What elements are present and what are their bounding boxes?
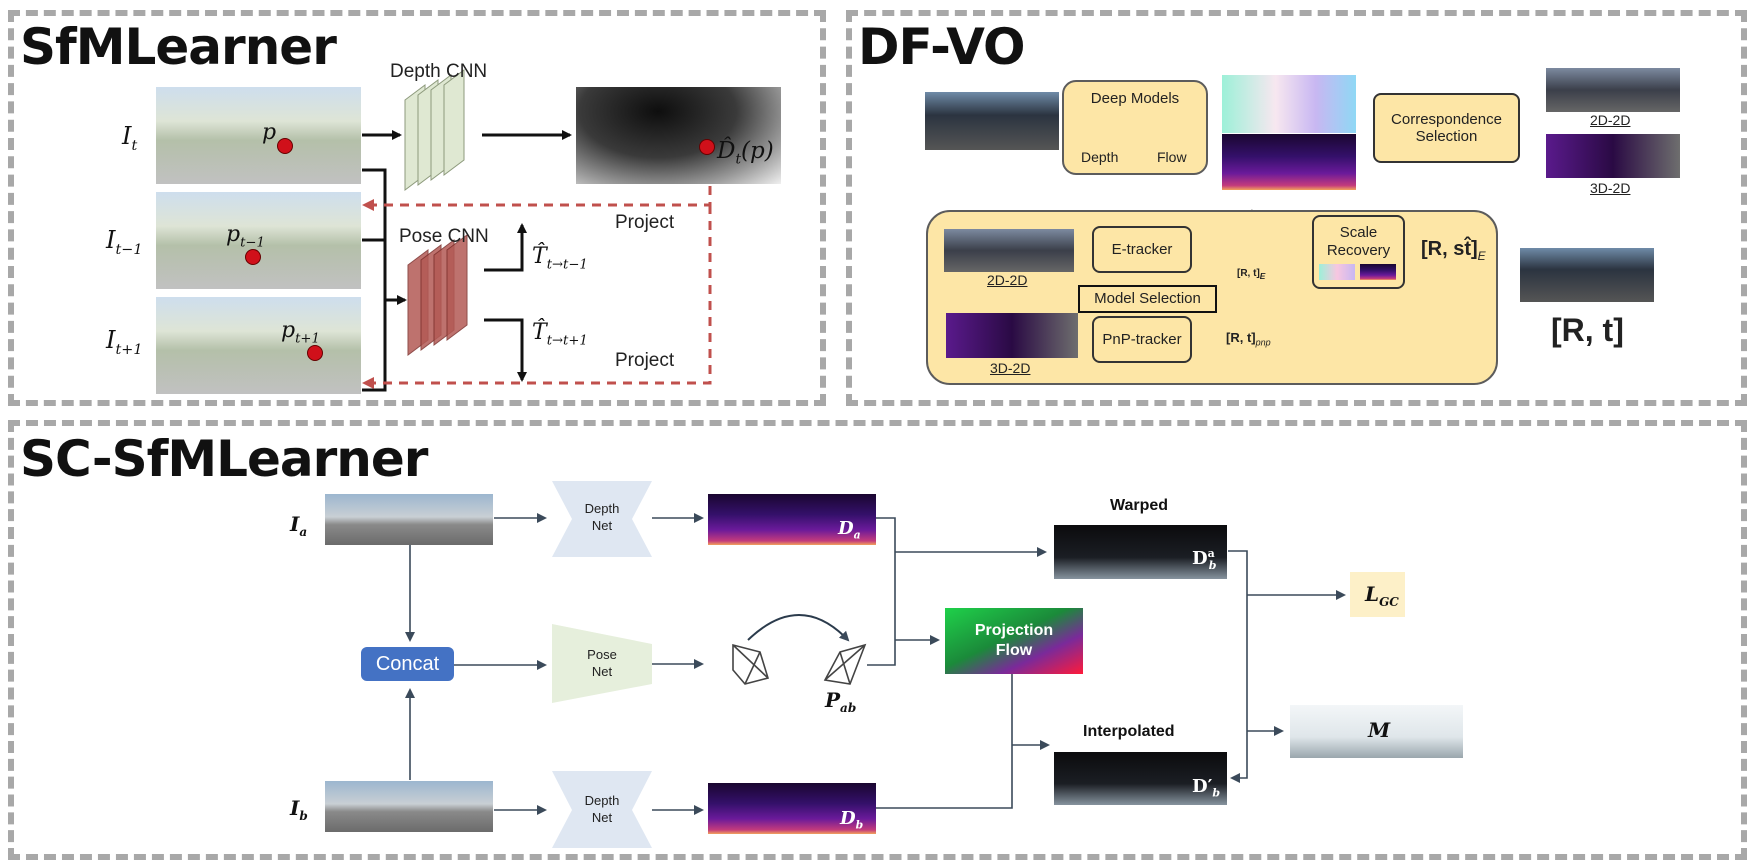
interpolated-map — [1054, 752, 1227, 805]
interpolated-label: Interpolated — [1083, 723, 1175, 740]
pose-net-shape — [552, 624, 652, 703]
depth-model-label: Depth — [1081, 149, 1119, 165]
model-selection-box: Model Selection — [1078, 285, 1217, 313]
depth-net-bottom-label: Depth Net — [584, 793, 620, 825]
deep-models-box — [1062, 80, 1208, 175]
depth-net-top-label: Depth Net — [584, 501, 620, 533]
mask-label: M — [1368, 718, 1391, 742]
point-label-t-minus-1: pt−1 — [226, 222, 265, 251]
pose-cnn-label: Pose CNN — [399, 226, 489, 247]
point-marker-t — [277, 138, 293, 154]
pnp-tracker-box: PnP-tracker — [1092, 316, 1192, 363]
rst-e-label: [R, st̂]E — [1421, 238, 1486, 263]
depth-cnn-blocks — [404, 69, 465, 191]
dbprime-label: D′b — [1192, 776, 1221, 800]
scsfm-title: SC-SfMLearner — [20, 430, 428, 488]
frame-image-t — [156, 87, 361, 184]
dfvo-3d2d-image — [1546, 134, 1680, 178]
dfvo-input-frames — [925, 92, 1059, 150]
db-label: Db — [840, 808, 864, 832]
panel-border-sfmlearner — [8, 10, 826, 406]
dfvo-output-frames — [1520, 248, 1654, 302]
depth-cnn-label: Depth CNN — [390, 61, 488, 82]
dfvo-3d2d-label: 3D-2D — [1590, 180, 1631, 196]
pab-label: Pab — [825, 688, 857, 715]
frame-label-t-minus-1: It−1 — [106, 226, 143, 258]
panel-border-scsfm — [8, 420, 1747, 860]
db-map — [708, 783, 876, 834]
projection-flow-label: Projection Flow — [974, 622, 1054, 659]
ib-image — [325, 781, 493, 832]
depth-output-image — [576, 87, 781, 184]
rt-e-small: [R, t]E — [1237, 268, 1266, 281]
dba-label: Dab — [1192, 547, 1217, 572]
rt-final-label: [R, t] — [1551, 312, 1624, 348]
rt-pnp-label: [R, t]pnp — [1226, 330, 1271, 348]
lgc-label: LGC — [1365, 582, 1399, 609]
pose-output-label-2: T̂t→t+1 — [532, 320, 588, 349]
ia-label: Ia — [290, 512, 308, 539]
panel-border-dfvo — [846, 10, 1747, 406]
dfvo-2d2d-label: 2D-2D — [1590, 112, 1631, 128]
point-label-t-plus-1: pt+1 — [281, 318, 320, 347]
point-label-t: p — [262, 120, 277, 145]
ib-label: Ib — [290, 796, 308, 823]
dfvo-depth-map — [1222, 134, 1356, 190]
lgc-box — [1350, 572, 1405, 617]
point-marker-depth — [699, 139, 715, 155]
pose-cnn-blocks — [407, 234, 468, 356]
scale-recovery-depth-thumb — [1360, 264, 1396, 280]
point-marker-t-minus-1 — [245, 249, 261, 265]
pose-net-label: Pose Net — [587, 647, 617, 679]
concat-box: Concat — [361, 647, 454, 681]
pose-wireframe-b — [823, 643, 867, 685]
scale-recovery-flow-thumb — [1319, 264, 1355, 280]
flow-model-label: Flow — [1157, 149, 1187, 165]
deep-models-label: Deep Models — [1090, 90, 1180, 107]
dfvo-inner-2d2d-label: 2D-2D — [987, 272, 1028, 288]
correspondence-selection-box: Correspondence Selection — [1373, 93, 1520, 163]
project-label-bottom: Project — [615, 350, 675, 371]
dfvo-inner-2d2d-image — [944, 229, 1074, 272]
point-marker-t-plus-1 — [307, 345, 323, 361]
warped-map — [1054, 525, 1227, 579]
dfvo-title: DF-VO — [858, 18, 1026, 76]
pose-wireframe-a — [732, 643, 770, 685]
frame-label-t: It — [122, 122, 138, 154]
da-map — [708, 494, 876, 545]
frame-image-t-minus-1 — [156, 192, 361, 289]
da-label: Da — [838, 518, 861, 542]
frame-image-t-plus-1 — [156, 297, 361, 394]
depth-output-label: D̂t(p) — [717, 138, 774, 168]
e-tracker-box: E-tracker — [1092, 226, 1192, 273]
dfvo-2d2d-image — [1546, 68, 1680, 112]
depth-net-top-shape — [552, 481, 652, 557]
scale-recovery-label: Scale Recovery — [1326, 224, 1391, 259]
mask-map — [1290, 705, 1463, 758]
projection-flow-box — [945, 608, 1083, 674]
sfmlearner-title: SfMLearner — [20, 18, 337, 76]
ia-image — [325, 494, 493, 545]
dfvo-inner-3d2d-label: 3D-2D — [990, 360, 1031, 376]
flow-map-fill — [1222, 75, 1356, 133]
project-label-top: Project — [615, 212, 675, 233]
pose-output-label-1: T̂t→t−1 — [532, 244, 588, 273]
depth-net-bottom-shape — [552, 771, 652, 848]
frame-label-t-plus-1: It+1 — [106, 326, 143, 358]
warped-label: Warped — [1110, 497, 1169, 514]
dfvo-inner-3d2d-image — [946, 313, 1078, 358]
